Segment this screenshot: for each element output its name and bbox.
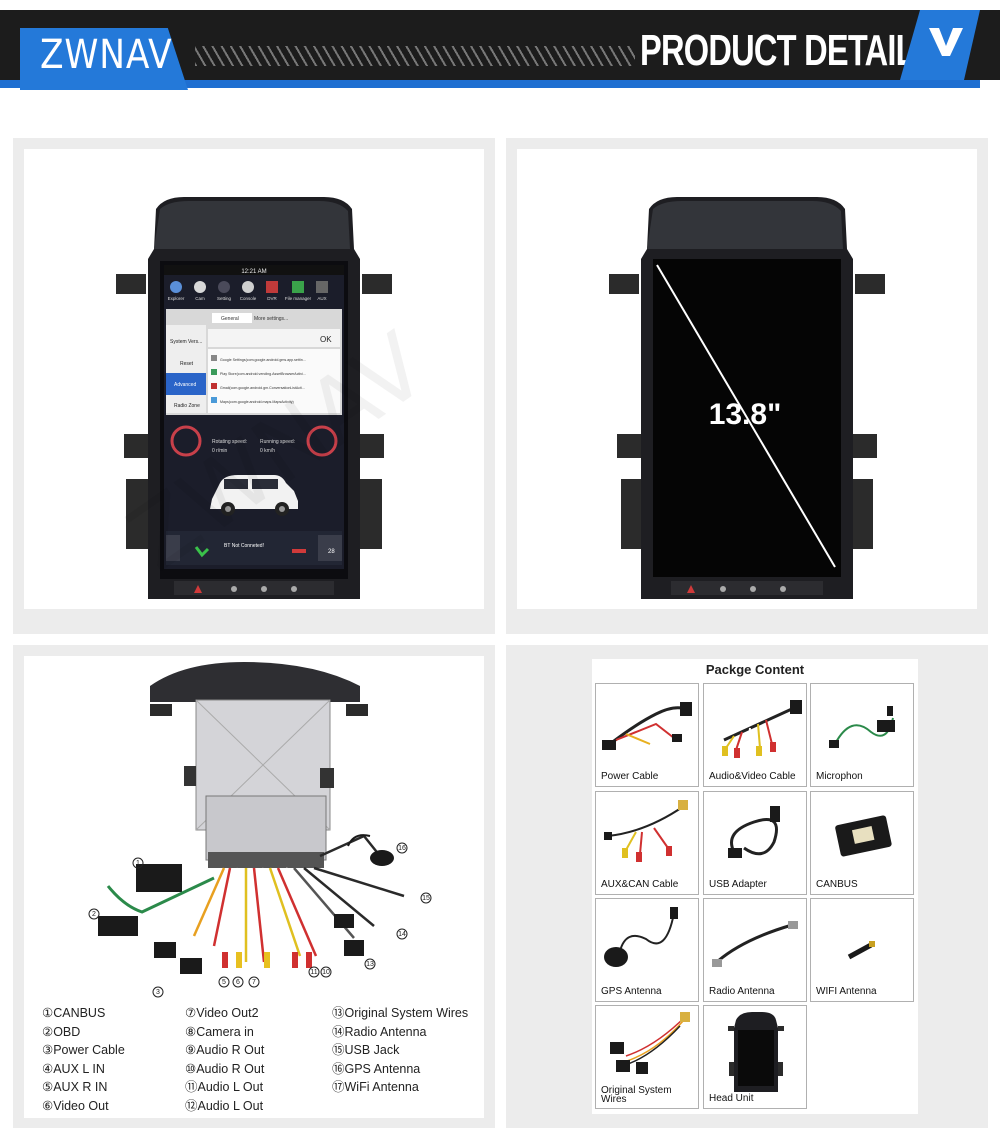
legend-item: ⑫Audio L Out: [185, 1098, 264, 1113]
app-label-aux: AUX: [317, 296, 326, 301]
list-item: Google Settings(com.google.android.gms.a…: [220, 358, 306, 362]
tab-general: General: [221, 316, 239, 322]
page-title: PRODUCT DETAILS: [640, 26, 937, 75]
legend-item: ⑤AUX R IN: [42, 1080, 108, 1094]
radio-unit-front-image: 12:21 AM Explorer Cam Setting Console DV…: [116, 197, 392, 599]
legend-item: ④AUX L IN: [42, 1061, 105, 1076]
package-item-label: Original System Wires: [601, 1085, 672, 1105]
header-accent-line: [0, 80, 980, 88]
package-item-radio-antenna: Radio Antenna: [703, 898, 807, 1002]
legend-item: ②OBD: [42, 1024, 81, 1039]
marker-5: 5: [222, 979, 226, 986]
app-label-setting: Setting: [217, 296, 232, 301]
package-item-power-cable: Power Cable: [595, 683, 699, 787]
menu-reset: Reset: [180, 361, 194, 367]
package-item-label: AUX&CAN Cable: [601, 879, 679, 890]
running-speed-label: Running speed:: [260, 439, 295, 445]
app-label-console: Console: [240, 296, 257, 301]
rotating-speed-label: Rotating speed:: [212, 439, 247, 445]
bt-status-text: BT Not Conneted!: [224, 543, 264, 549]
package-item-usb-adapter: USB Adapter: [703, 791, 807, 895]
legend-item: ⑨Audio R Out: [185, 1043, 265, 1057]
package-item-label: GPS Antenna: [601, 986, 662, 997]
brand-logo: ZWNAV: [40, 32, 173, 78]
legend-item: ⑬Original System Wires: [332, 1006, 469, 1020]
marker-13: 13: [366, 961, 374, 968]
legend-item: ⑪Audio L Out: [185, 1080, 264, 1094]
app-label-cam: Cam: [195, 296, 205, 301]
tab-more-settings: More settings...: [254, 316, 288, 322]
package-item-label: Audio&Video Cable: [709, 771, 796, 782]
running-speed-value: 0 km/h: [260, 448, 275, 454]
page-header: ZWNAV PRODUCT DETAILS: [0, 10, 1000, 90]
marker-16: 16: [398, 845, 406, 852]
package-title: Packge Content: [705, 662, 805, 677]
package-item-label: USB Adapter: [709, 879, 767, 890]
marker-7: 7: [252, 979, 256, 986]
package-item-label: Power Cable: [601, 771, 659, 782]
package-item-label: CANBUS: [816, 879, 858, 890]
brand-badge: [20, 28, 188, 90]
v-chevron-icon: [929, 28, 963, 56]
package-item-microphone: Microphon: [810, 683, 914, 787]
menu-advanced: Advanced: [174, 382, 196, 388]
package-item-label: Microphon: [816, 771, 863, 782]
package-item-label: Radio Antenna: [709, 986, 775, 997]
legend-item: ⑩Audio R Out: [185, 1061, 265, 1076]
legend-item: ①CANBUS: [42, 1006, 106, 1020]
legend-item: ⑦Video Out2: [185, 1006, 259, 1020]
marker-15: 15: [422, 895, 430, 902]
marker-1: 1: [136, 860, 140, 867]
package-item-canbus: CANBUS: [810, 791, 914, 895]
app-label-dvr: DVR: [267, 296, 277, 301]
marker-2: 2: [92, 911, 96, 918]
menu-system-version: System Vers...: [170, 339, 202, 345]
marker-11: 11: [310, 969, 317, 976]
legend-item: ⑭Radio Antenna: [332, 1024, 427, 1039]
wiring-diagram-image: 1 2 3 5 6 7 11 10 13 14 15 16: [88, 662, 432, 998]
legend-item: ⑯GPS Antenna: [332, 1061, 421, 1076]
package-item-audio-video-cable: Audio&Video Cable: [703, 683, 807, 787]
menu-radio-zone: Radio Zone: [174, 403, 200, 409]
app-label-explorer: Explorer: [168, 296, 185, 301]
header-hatch-decoration: [195, 46, 635, 66]
legend-item: ③Power Cable: [42, 1043, 125, 1057]
package-item-gps-antenna: GPS Antenna: [595, 898, 699, 1002]
package-item-wifi-antenna: WIFI Antenna: [810, 898, 914, 1002]
package-item-label: Head Unit: [709, 1093, 754, 1104]
list-item: Play Store(com.android.vending.AssetBrow…: [220, 372, 306, 376]
package-item-aux-can-cable: AUX&CAN Cable: [595, 791, 699, 895]
list-item: Gmail(com.google.android.gm.Conversation…: [220, 386, 305, 390]
marker-10: 10: [322, 969, 330, 976]
legend-item: ⑧Camera in: [185, 1024, 254, 1039]
list-item: Maps(com.google.android.maps.MapsActivit…: [220, 400, 294, 404]
legend-col-1: ①CANBUS ②OBD ③Power Cable ④AUX L IN ⑤AUX…: [42, 1004, 125, 1115]
legend-item: ⑥Video Out: [42, 1098, 109, 1113]
radio-unit-screen-image: 13.8": [609, 197, 885, 599]
rotating-speed-value: 0 r/min: [212, 448, 228, 454]
volume-value: 28: [328, 549, 335, 555]
package-item-head-unit: Head Unit: [703, 1005, 807, 1109]
marker-3: 3: [156, 989, 160, 996]
status-clock: 12:21 AM: [241, 269, 266, 275]
screen-size-label: 13.8": [709, 398, 782, 431]
legend-col-3: ⑬Original System Wires ⑭Radio Antenna ⑮U…: [332, 1004, 468, 1097]
package-item-label: WIFI Antenna: [816, 986, 877, 997]
suv-image: [210, 475, 298, 516]
package-item-original-system-wires: Original System Wires: [595, 1005, 699, 1109]
legend-col-2: ⑦Video Out2 ⑧Camera in ⑨Audio R Out ⑩Aud…: [185, 1004, 264, 1115]
ok-button-label: OK: [320, 335, 332, 344]
marker-14: 14: [398, 931, 406, 938]
legend-item: ⑰WiFi Antenna: [332, 1080, 419, 1094]
legend-item: ⑮USB Jack: [332, 1043, 400, 1057]
marker-6: 6: [236, 979, 240, 986]
app-label-file-manager: File manager: [285, 296, 312, 301]
